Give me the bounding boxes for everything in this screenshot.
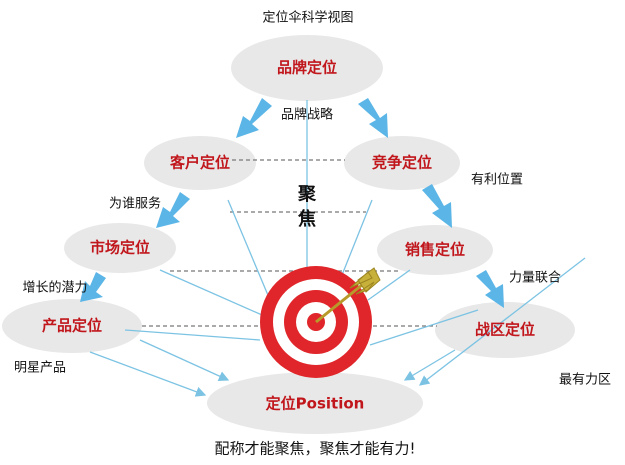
arrow-sales-warzone xyxy=(476,270,504,308)
label-star-product: 明星产品 xyxy=(14,361,66,376)
arrow-shaft xyxy=(315,283,363,324)
label-joint-force: 力量联合 xyxy=(509,271,561,286)
arrow-brand-customer xyxy=(236,98,272,138)
target-icon xyxy=(260,266,381,378)
node-warzone: 战区定位 xyxy=(475,321,535,339)
node-warzone-bg xyxy=(435,302,575,358)
focus-rays xyxy=(89,100,586,397)
label-focus-2: 焦 xyxy=(297,208,316,230)
node-competition: 竞争定位 xyxy=(372,154,432,172)
node-competition-bg xyxy=(344,136,460,190)
node-sales: 销售定位 xyxy=(405,241,465,259)
label-growth-potential: 增长的潜力 xyxy=(22,280,87,296)
node-customer: 客户定位 xyxy=(169,154,230,172)
label-strongest-zone: 最有力区 xyxy=(559,373,611,388)
label-advantage-position: 有利位置 xyxy=(471,173,523,188)
node-market-bg xyxy=(64,223,176,273)
node-brand-bg xyxy=(231,35,383,101)
arrow-competition-sales xyxy=(422,184,452,228)
label-brand-strategy: 品牌战略 xyxy=(281,107,333,123)
node-position: 定位Position xyxy=(266,395,365,413)
node-product-bg xyxy=(2,299,142,353)
arrow-brand-competition xyxy=(358,98,388,138)
node-sales-bg xyxy=(377,225,493,275)
node-market: 市场定位 xyxy=(90,239,150,257)
label-focus-1: 聚 xyxy=(297,184,317,205)
flow-arrows xyxy=(80,98,504,308)
node-brand: 品牌定位 xyxy=(277,59,337,77)
label-serve-whom: 为谁服务 xyxy=(109,196,161,212)
diagram-title: 定位伞科学视图 xyxy=(262,10,353,26)
node-product: 产品定位 xyxy=(42,317,102,335)
footer-slogan: 配称才能聚焦，聚焦才能有力! xyxy=(214,440,415,458)
arrow-market-product xyxy=(80,272,106,302)
node-position-bg xyxy=(207,372,423,434)
arrow-customer-market xyxy=(156,192,190,228)
node-customer-bg xyxy=(144,136,256,190)
